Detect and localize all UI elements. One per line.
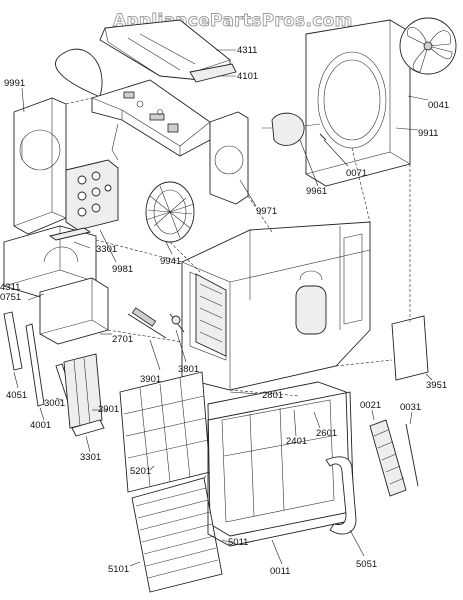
switch-assembly-part[interactable] (65, 159, 119, 231)
leader-lines (13, 49, 433, 567)
part-label-2901[interactable]: 2901 (98, 404, 119, 415)
capillary-tube-part[interactable] (127, 307, 167, 339)
blower-wheel-part[interactable] (145, 181, 195, 243)
part-label-0071[interactable]: 0071 (346, 168, 367, 179)
part-label-2701[interactable]: 2701 (112, 334, 133, 345)
part-label-3951[interactable]: 3951 (426, 380, 447, 391)
dashed-guides (65, 97, 411, 479)
part-label-0031[interactable]: 0031 (400, 402, 421, 413)
filter-clip-part[interactable] (71, 419, 105, 437)
part-label-2601[interactable]: 2601 (316, 428, 337, 439)
part-label-2401[interactable]: 2401 (286, 436, 307, 447)
part-label-2801[interactable]: 2801 (262, 390, 283, 401)
part-label-4001[interactable]: 4001 (30, 420, 51, 431)
part-label-3301b[interactable]: 3301 (80, 452, 101, 463)
part-label-3001[interactable]: 3001 (44, 398, 65, 409)
part-label-9971[interactable]: 9971 (256, 206, 277, 217)
duct-bracket-part[interactable] (48, 227, 92, 241)
part-labels: 4311 4101 9991 0041 9911 0071 9961 9971 … (0, 45, 449, 577)
part-label-9991[interactable]: 9991 (4, 78, 25, 89)
side-seal-left-part[interactable] (3, 311, 23, 371)
drain-pan-part[interactable] (39, 277, 109, 345)
control-box-part[interactable] (91, 79, 211, 157)
part-label-4311b[interactable]: 4311 (0, 282, 20, 293)
part-label-4101[interactable]: 4101 (237, 71, 258, 82)
front-trim-part[interactable] (325, 456, 357, 535)
base-chassis-part[interactable] (181, 221, 371, 391)
part-label-5201[interactable]: 5201 (130, 466, 151, 477)
top-cover-bracket-part[interactable] (189, 63, 237, 83)
condenser-shroud-part[interactable] (305, 19, 411, 187)
part-label-5051[interactable]: 5051 (356, 559, 377, 570)
part-label-3301a[interactable]: 3301 (96, 244, 117, 255)
fan-motor-part[interactable] (262, 112, 321, 146)
side-seal-part[interactable] (25, 323, 45, 407)
part-label-3801[interactable]: 3801 (178, 364, 199, 375)
motor-bracket-part[interactable] (209, 111, 249, 205)
louver-part[interactable] (369, 419, 407, 497)
valve-part[interactable] (169, 313, 185, 333)
part-label-0041[interactable]: 0041 (428, 100, 449, 111)
part-label-9961[interactable]: 9961 (306, 186, 327, 197)
side-panel-part[interactable] (391, 315, 429, 381)
part-label-5011[interactable]: 5011 (228, 537, 248, 548)
part-label-9981[interactable]: 9981 (112, 264, 133, 275)
front-grille-part[interactable] (131, 477, 223, 593)
part-label-9941[interactable]: 9941 (160, 256, 181, 267)
condenser-fan-blade-part[interactable] (399, 17, 457, 75)
part-label-0021[interactable]: 0021 (360, 400, 381, 411)
part-label-4051[interactable]: 4051 (6, 390, 27, 401)
motor-clip-part[interactable] (319, 133, 327, 141)
part-label-4311a[interactable]: 4311 (237, 45, 257, 56)
part-label-0751[interactable]: 0751 (0, 292, 21, 303)
filter-frame-part[interactable] (63, 353, 103, 429)
front-cabinet-part[interactable] (207, 391, 355, 547)
louver-rod-part[interactable] (405, 423, 419, 487)
part-label-5101[interactable]: 5101 (108, 564, 129, 575)
wire-harness-part[interactable] (55, 48, 119, 161)
part-label-0011[interactable]: 0011 (270, 566, 290, 577)
part-label-9911[interactable]: 9911 (418, 128, 438, 139)
compressor-part[interactable] (295, 270, 327, 335)
control-panel-part[interactable] (13, 97, 67, 235)
evaporator-coil-part[interactable] (195, 273, 227, 357)
part-label-3901[interactable]: 3901 (140, 374, 161, 385)
